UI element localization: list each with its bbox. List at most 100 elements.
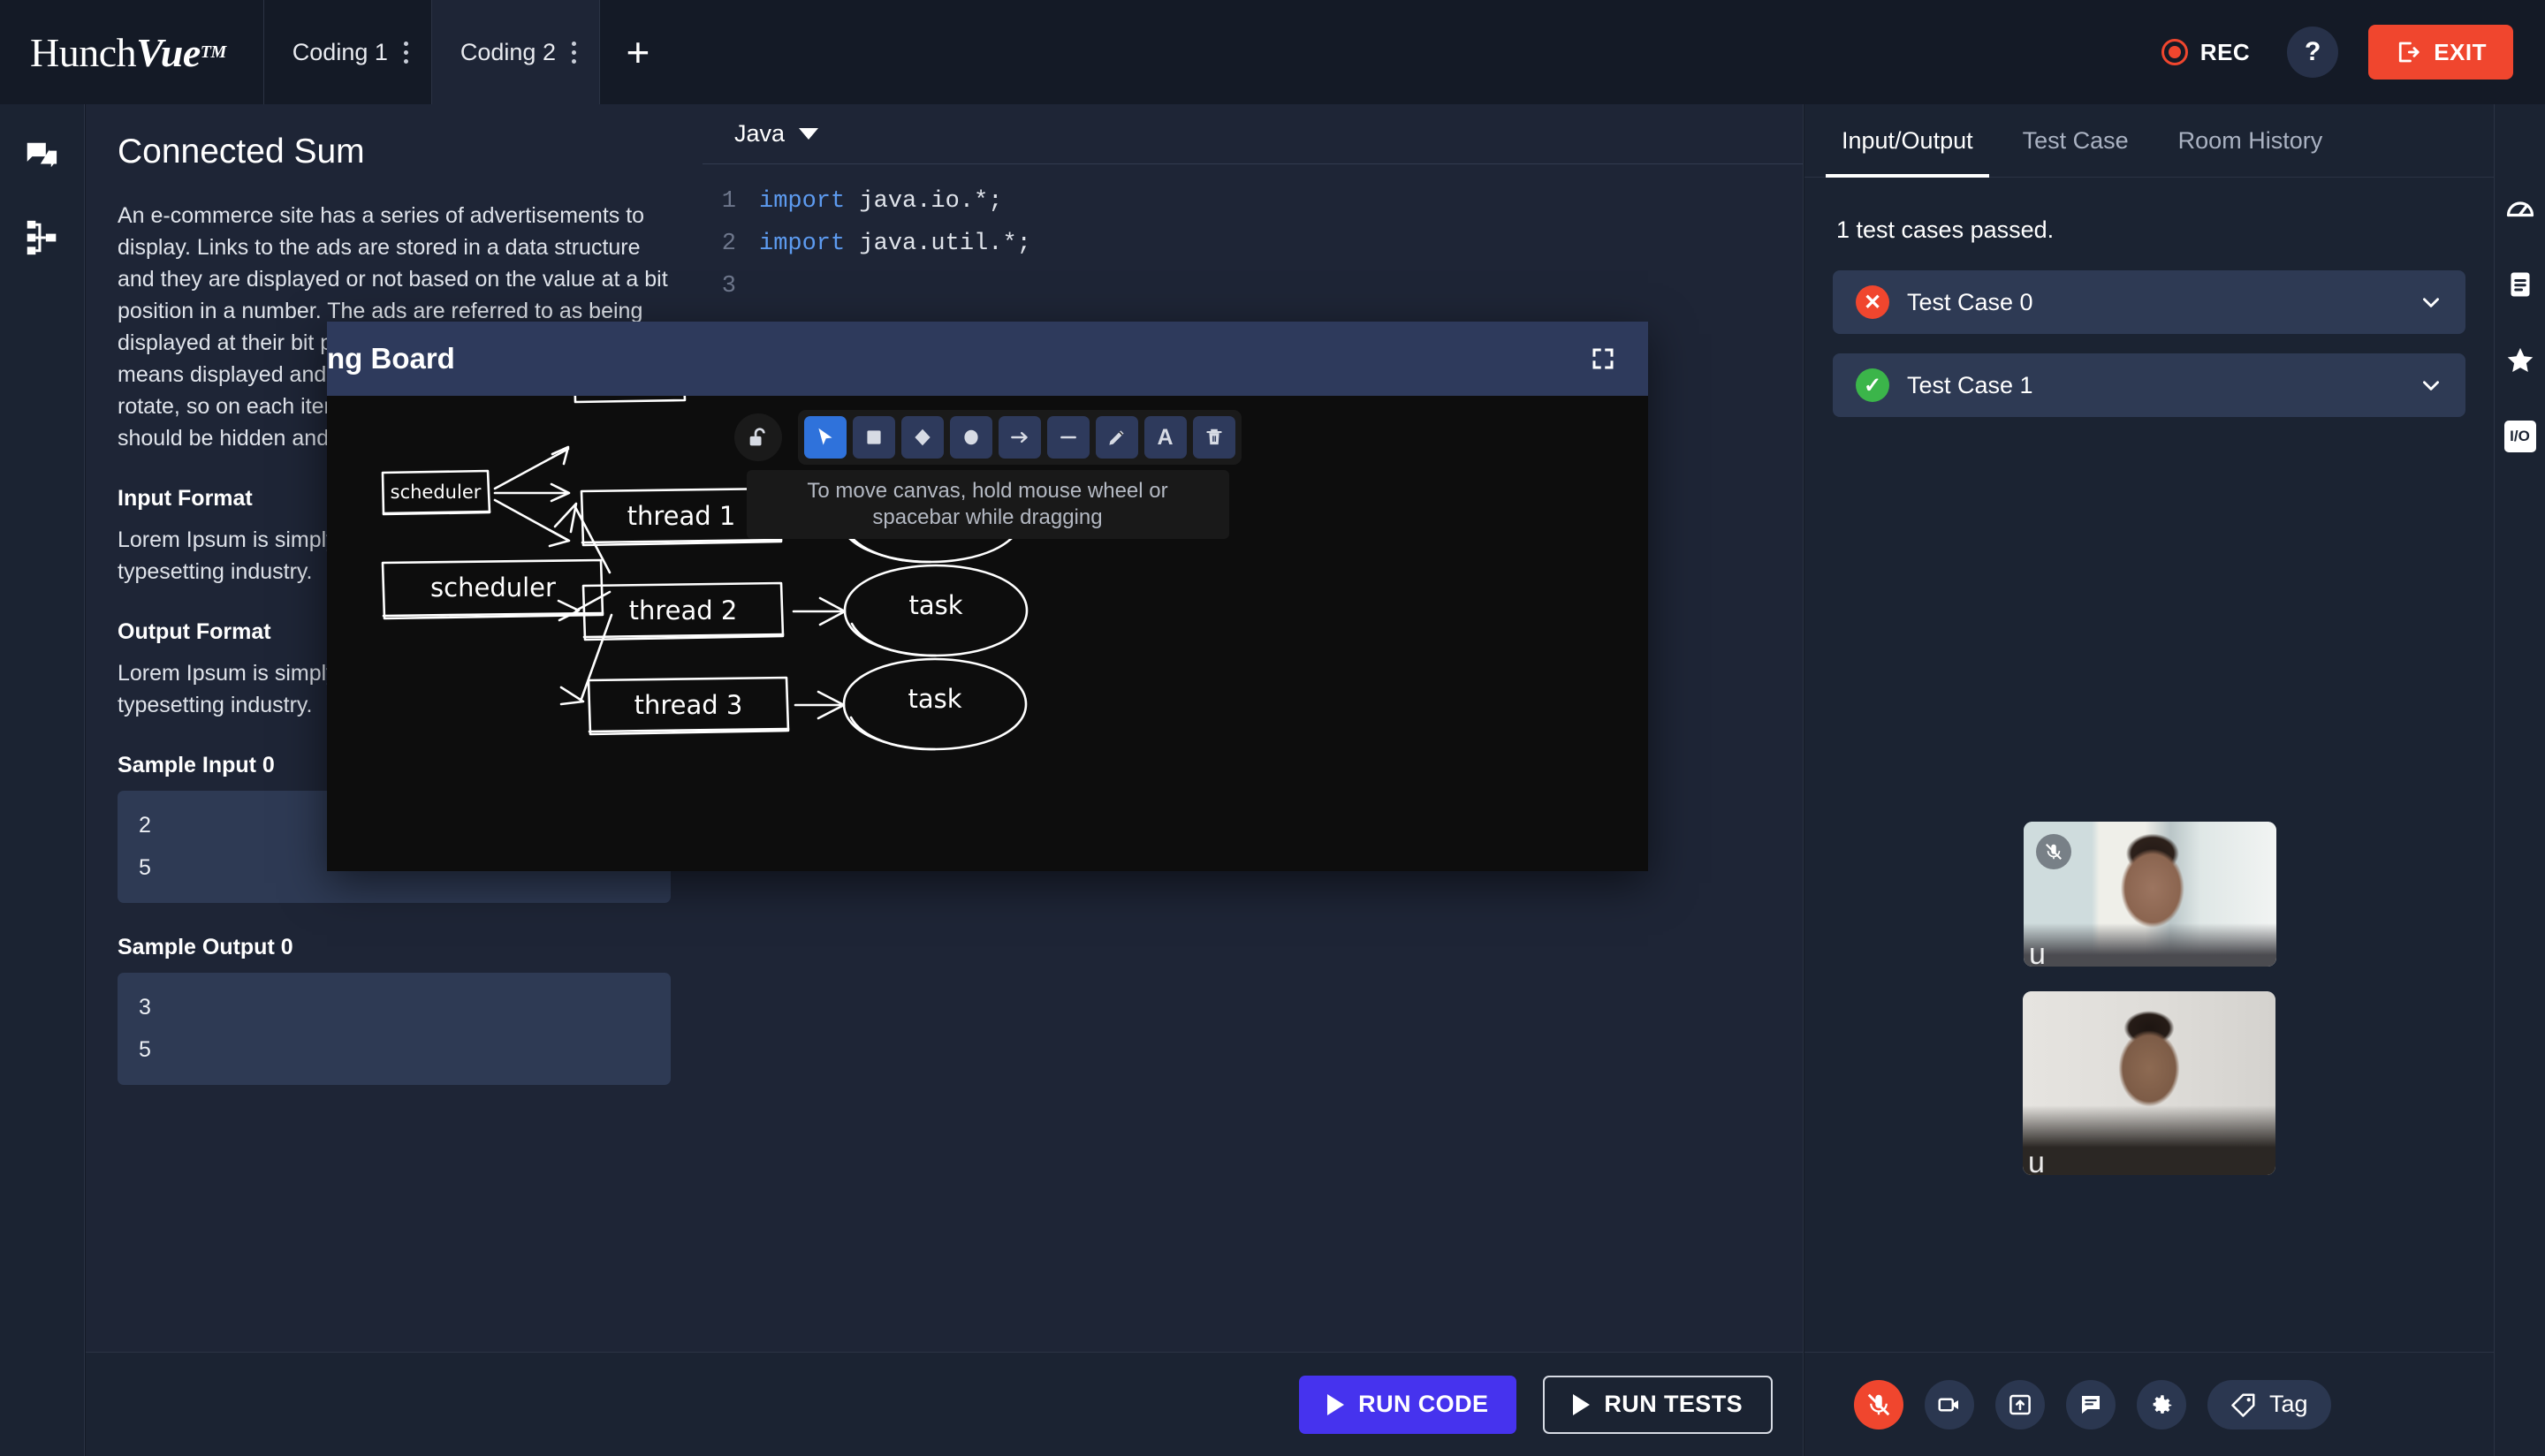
line-icon [1057, 426, 1080, 449]
tag-button[interactable]: Tag [2207, 1380, 2331, 1429]
node-thread2: thread 2 [583, 583, 783, 640]
mic-off-button[interactable] [1854, 1380, 1903, 1429]
run-code-button[interactable]: RUN CODE [1299, 1376, 1516, 1434]
kebab-menu-icon[interactable] [404, 42, 408, 64]
text-tool-button[interactable]: A [1144, 416, 1187, 459]
whiteboard-modal: ng Board scheduler [327, 322, 1648, 871]
cursor-tool-button[interactable] [804, 416, 847, 459]
io-icon[interactable]: I/O [2504, 421, 2536, 452]
whiteboard-title: ng Board [327, 342, 455, 375]
diamond-tool-button[interactable] [901, 416, 944, 459]
node-thread3: thread 3 [589, 678, 788, 734]
sample-output-line: 5 [139, 1029, 650, 1072]
settings-button[interactable] [2137, 1380, 2186, 1429]
screen-share-button[interactable] [1995, 1380, 2045, 1429]
tab-coding-2-label: Coding 2 [460, 39, 556, 66]
mic-off-badge-icon [2036, 834, 2071, 869]
chat-icon [2078, 1392, 2104, 1418]
edge-thread2-task2 [794, 598, 845, 625]
run-code-label: RUN CODE [1358, 1391, 1488, 1418]
line-tool-button[interactable] [1047, 416, 1090, 459]
topbar-spacer [676, 0, 2161, 104]
add-tab-button[interactable]: + [600, 0, 676, 104]
line-number: 2 [703, 223, 759, 265]
cursor-icon [814, 426, 837, 449]
line-number: 1 [703, 180, 759, 223]
line-number: 3 [703, 265, 759, 307]
flowchart-icon[interactable] [22, 217, 63, 258]
ellipse-icon [960, 426, 983, 449]
gear-icon [2148, 1392, 2175, 1418]
tool-group: A [798, 410, 1242, 465]
problem-panel-footer [86, 1352, 703, 1456]
language-selector[interactable]: Java [734, 120, 818, 148]
square-icon [862, 426, 885, 449]
code-line: 2 import java.util.*; [703, 223, 1803, 265]
node-task3: task [844, 659, 1026, 749]
whiteboard-canvas[interactable]: scheduler schedule [327, 396, 1648, 871]
tag-icon [2230, 1392, 2257, 1418]
participant-name-label: u [2028, 1146, 2045, 1175]
tab-coding-2[interactable]: Coding 2 [432, 0, 599, 104]
tab-input-output[interactable]: Input/Output [1817, 104, 1998, 177]
kebab-menu-icon[interactable] [572, 42, 576, 64]
tab-coding-1[interactable]: Coding 1 [264, 0, 431, 104]
svg-text:task: task [908, 590, 962, 620]
notes-icon[interactable] [2504, 269, 2536, 300]
call-control-bar: Tag [1804, 1352, 2494, 1456]
tag-label: Tag [2269, 1391, 2308, 1418]
chevron-down-icon[interactable] [2420, 374, 2442, 397]
left-rail [0, 104, 85, 1456]
arrow-icon [1008, 426, 1031, 449]
test-case-row[interactable]: ✕ Test Case 0 [1833, 270, 2465, 334]
code-area[interactable]: 1 import java.io.*; 2 import java.util.*… [703, 164, 1803, 307]
logo-text-2: Vue [136, 29, 201, 76]
rectangle-tool-button[interactable] [853, 416, 895, 459]
chevron-down-icon[interactable] [2420, 291, 2442, 314]
tab-test-case[interactable]: Test Case [1998, 104, 2154, 177]
language-label: Java [734, 120, 785, 148]
right-rail: I/O [2494, 104, 2545, 1456]
video-feed: u [2023, 991, 2275, 1175]
video-tile-participant-2[interactable]: u [2023, 991, 2275, 1175]
svg-text:task: task [908, 684, 961, 714]
chat-bubbles-icon[interactable] [22, 138, 63, 178]
lock-button[interactable] [734, 413, 782, 461]
trash-icon [1203, 426, 1226, 449]
sample-output-box: 3 5 [118, 973, 671, 1085]
whiteboard-hint: To move canvas, hold mouse wheel or spac… [747, 470, 1229, 539]
arrow-tool-button[interactable] [999, 416, 1041, 459]
pencil-tool-button[interactable] [1096, 416, 1138, 459]
exit-icon [2395, 39, 2421, 65]
right-panel-tabs: Input/Output Test Case Room History [1804, 104, 2494, 178]
help-button[interactable]: ? [2287, 27, 2338, 78]
test-case-label: Test Case 1 [1907, 372, 2402, 399]
pencil-icon [1105, 426, 1128, 449]
test-status-text: 1 test cases passed. [1804, 178, 2494, 270]
star-icon[interactable] [2504, 345, 2536, 376]
ellipse-tool-button[interactable] [950, 416, 992, 459]
whiteboard-header: ng Board [327, 322, 1648, 396]
run-tests-button[interactable]: RUN TESTS [1543, 1376, 1773, 1434]
speedometer-icon[interactable] [2504, 193, 2536, 224]
camera-button[interactable] [1925, 1380, 1974, 1429]
test-case-row[interactable]: ✓ Test Case 1 [1833, 353, 2465, 417]
video-image [2023, 991, 2275, 1175]
video-tile-participant-1[interactable]: u [2024, 822, 2276, 967]
participant-name-label: u [2029, 937, 2046, 967]
fail-icon: ✕ [1856, 285, 1889, 319]
tab-room-history[interactable]: Room History [2154, 104, 2348, 177]
camera-icon [1936, 1392, 1963, 1418]
text-icon: A [1157, 425, 1173, 451]
exit-button[interactable]: EXIT [2368, 25, 2513, 80]
screen-share-icon [2007, 1392, 2033, 1418]
expand-icon[interactable] [1590, 345, 1616, 372]
delete-tool-button[interactable] [1193, 416, 1235, 459]
record-label: REC [2200, 39, 2250, 66]
record-dot-icon [2161, 39, 2188, 65]
pass-icon: ✓ [1856, 368, 1889, 402]
record-indicator[interactable]: REC [2161, 0, 2250, 104]
tab-coding-1-label: Coding 1 [292, 39, 388, 66]
chat-button[interactable] [2066, 1380, 2116, 1429]
